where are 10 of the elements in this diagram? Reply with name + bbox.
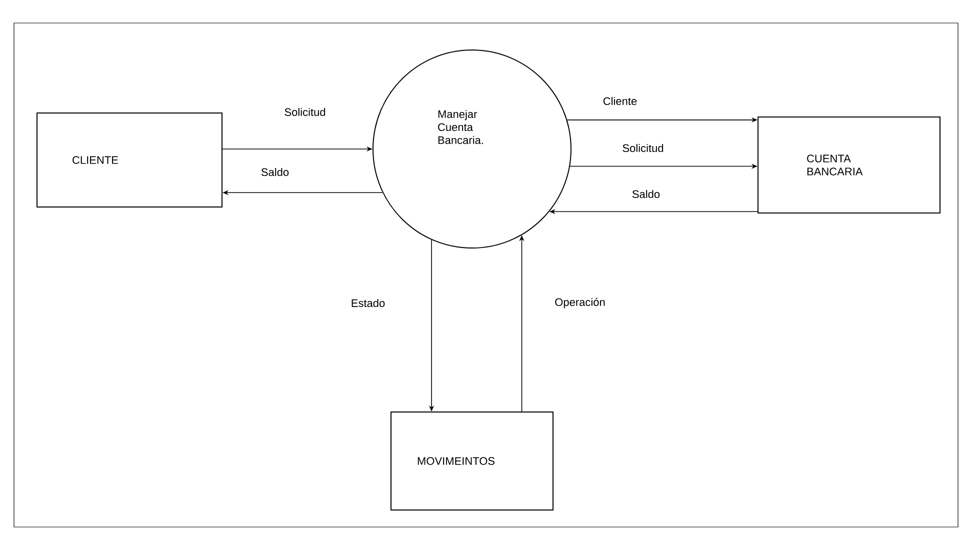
entity-box: CUENTA BANCARIA bbox=[758, 116, 940, 214]
edge-label: Cliente bbox=[603, 96, 637, 106]
entity-box: CLIENTE bbox=[36, 112, 222, 208]
edge-label: Saldo bbox=[261, 168, 289, 176]
edge-label: Solicitud bbox=[284, 108, 326, 116]
edge-label: Solicitud bbox=[622, 144, 664, 152]
edge-label: Operación bbox=[555, 298, 605, 308]
edge-label: Saldo bbox=[632, 190, 660, 198]
edge-label: Estado bbox=[352, 298, 385, 308]
entity-box: MOVIMEINTOS bbox=[390, 412, 554, 510]
